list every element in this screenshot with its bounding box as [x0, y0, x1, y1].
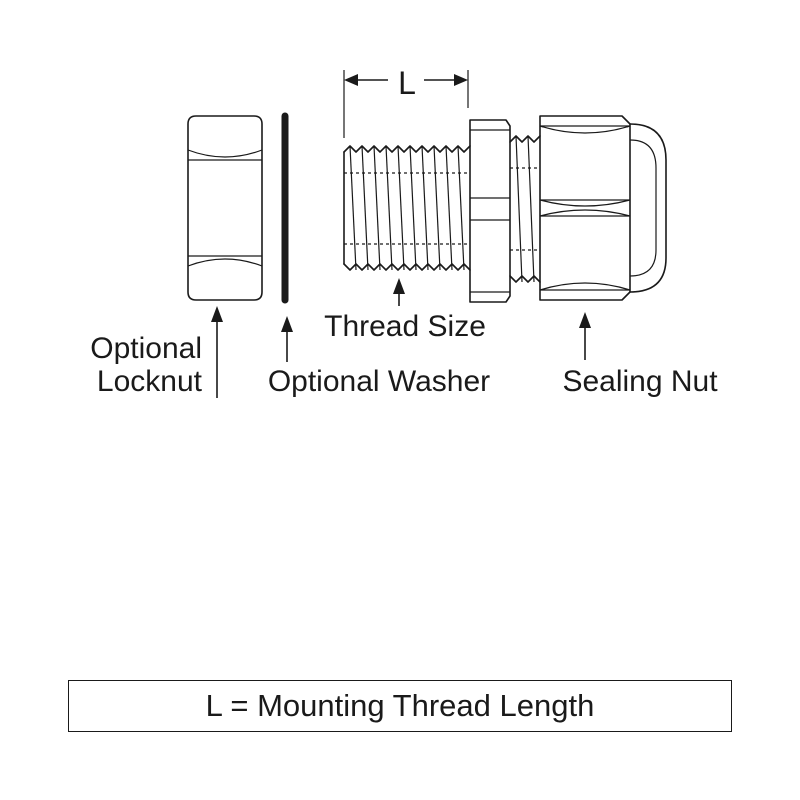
locknut-drawing [187, 115, 263, 301]
sealing-nut-arrow [579, 312, 591, 360]
sealing-nut-drawing [539, 115, 667, 301]
dimension-label: L [398, 65, 416, 101]
thread-size-arrow [393, 278, 405, 306]
body-hex-drawing [469, 119, 511, 303]
locknut-arrow [211, 306, 223, 398]
legend-text: L = Mounting Thread Length [205, 688, 595, 723]
locknut-label-line2: Locknut [97, 365, 203, 398]
thread-drawing [343, 145, 471, 271]
sealing-nut-label: Sealing Nut [562, 365, 718, 398]
washer-label: Optional Washer [268, 365, 490, 398]
thread-size-label: Thread Size [324, 310, 486, 343]
clamp-thread-drawing [509, 135, 541, 283]
dimension-l: L [343, 65, 469, 138]
locknut-label-line1: Optional [90, 332, 202, 365]
washer-arrow [281, 316, 293, 362]
legend-box: L = Mounting Thread Length [68, 680, 732, 732]
